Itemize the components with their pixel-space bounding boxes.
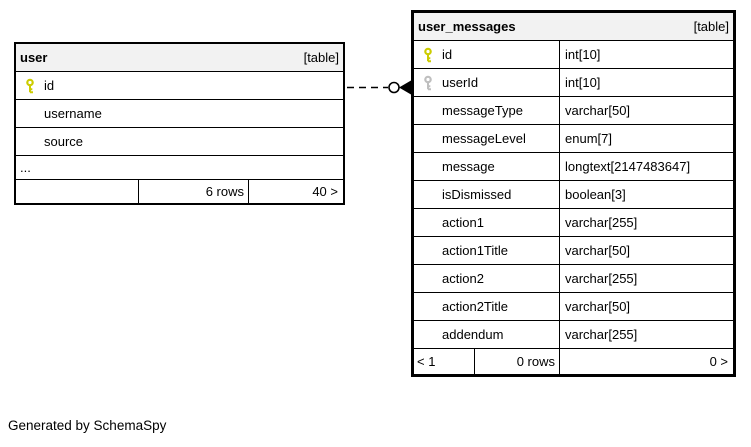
table-type-badge: [table] xyxy=(693,19,729,34)
column-name: source xyxy=(44,134,84,149)
generated-by-note: Generated by SchemaSpy xyxy=(8,418,167,433)
column-rows: id username source... xyxy=(16,72,343,180)
column-row-username: username xyxy=(16,100,343,128)
footer-row-count: 6 rows xyxy=(139,180,249,203)
column-name-cell: id xyxy=(414,41,560,68)
column-name-cell: userId xyxy=(414,69,560,96)
table-title: user xyxy=(20,50,48,65)
column-row-action2Title: action2Title varchar[50] xyxy=(414,293,733,321)
column-name-cell: action1Title xyxy=(414,237,560,264)
footer-row-count: 0 rows xyxy=(475,349,560,374)
column-type: enum[7] xyxy=(565,131,612,146)
table-header: user [table] xyxy=(16,44,343,72)
column-name: action1 xyxy=(442,215,484,230)
table-footer: 6 rows 40 > xyxy=(16,180,343,203)
column-row-action2: action2 varchar[255] xyxy=(414,265,733,293)
column-row-message: message longtext[2147483647] xyxy=(414,153,733,181)
column-row-messageLevel: messageLevel enum[7] xyxy=(414,125,733,153)
column-name-cell: action2Title xyxy=(414,293,560,320)
column-row-source: source xyxy=(16,128,343,156)
column-name: action2Title xyxy=(442,299,508,314)
column-type: varchar[255] xyxy=(565,271,638,286)
column-name: addendum xyxy=(442,327,504,342)
column-row-id: id xyxy=(16,72,343,100)
column-name-cell: action1 xyxy=(414,209,560,236)
footer-right-degree: 40 > xyxy=(312,184,338,199)
footer-right-degree: 0 > xyxy=(709,354,728,369)
column-row-id: id int[10] xyxy=(414,41,733,69)
foreign-key-icon xyxy=(422,75,434,91)
column-row-userId: userId int[10] xyxy=(414,69,733,97)
column-name: messageType xyxy=(442,103,523,118)
column-type: varchar[50] xyxy=(565,299,631,314)
column-type: boolean[3] xyxy=(565,187,626,202)
column-type: varchar[255] xyxy=(565,327,638,342)
column-name-cell: addendum xyxy=(414,321,560,348)
column-type: int[10] xyxy=(565,47,601,62)
table-card-user-messages[interactable]: user_messages [table] id int[10] userId int… xyxy=(411,10,736,377)
column-name: userId xyxy=(442,75,479,90)
column-type: varchar[50] xyxy=(565,103,631,118)
column-name: action1Title xyxy=(442,243,508,258)
table-card-user[interactable]: user [table] id username source... 6 rows … xyxy=(14,42,345,205)
column-name-cell: action2 xyxy=(414,265,560,292)
table-footer: < 1 0 rows 0 > xyxy=(414,349,733,374)
column-name: message xyxy=(442,159,495,174)
column-name-cell: source xyxy=(16,128,343,155)
table-type-badge: [table] xyxy=(303,50,339,65)
column-type: int[10] xyxy=(565,75,601,90)
column-type: longtext[2147483647] xyxy=(565,159,691,174)
footer-left-degree: < 1 xyxy=(414,349,475,374)
column-name-cell: messageType xyxy=(414,97,560,124)
ellipsis-row: ... xyxy=(16,156,343,180)
footer-left-degree xyxy=(16,180,139,203)
column-name: messageLevel xyxy=(442,131,526,146)
arrowhead xyxy=(399,80,411,95)
column-name: id xyxy=(442,47,453,62)
column-row-action1Title: action1Title varchar[50] xyxy=(414,237,733,265)
column-row-isDismissed: isDismissed boolean[3] xyxy=(414,181,733,209)
table-title: user_messages xyxy=(418,19,516,34)
table-header: user_messages [table] xyxy=(414,13,733,41)
column-name: username xyxy=(44,106,102,121)
column-type: varchar[50] xyxy=(565,243,631,258)
column-name: isDismissed xyxy=(442,187,512,202)
primary-key-icon xyxy=(24,78,36,94)
column-row-action1: action1 varchar[255] xyxy=(414,209,733,237)
zero-or-one-marker xyxy=(388,81,400,94)
column-name: id xyxy=(44,78,55,93)
column-row-messageType: messageType varchar[50] xyxy=(414,97,733,125)
column-name-cell: username xyxy=(16,100,343,127)
column-rows: id int[10] userId int[10] messageType varchar… xyxy=(414,41,733,349)
column-name-cell: isDismissed xyxy=(414,181,560,208)
primary-key-icon xyxy=(422,47,434,63)
column-row-addendum: addendum varchar[255] xyxy=(414,321,733,349)
column-type: varchar[255] xyxy=(565,215,638,230)
column-name-cell: messageLevel xyxy=(414,125,560,152)
column-name-cell: message xyxy=(414,153,560,180)
relationship-connector xyxy=(347,80,411,95)
column-name: action2 xyxy=(442,271,484,286)
column-name-cell: id xyxy=(16,72,343,99)
